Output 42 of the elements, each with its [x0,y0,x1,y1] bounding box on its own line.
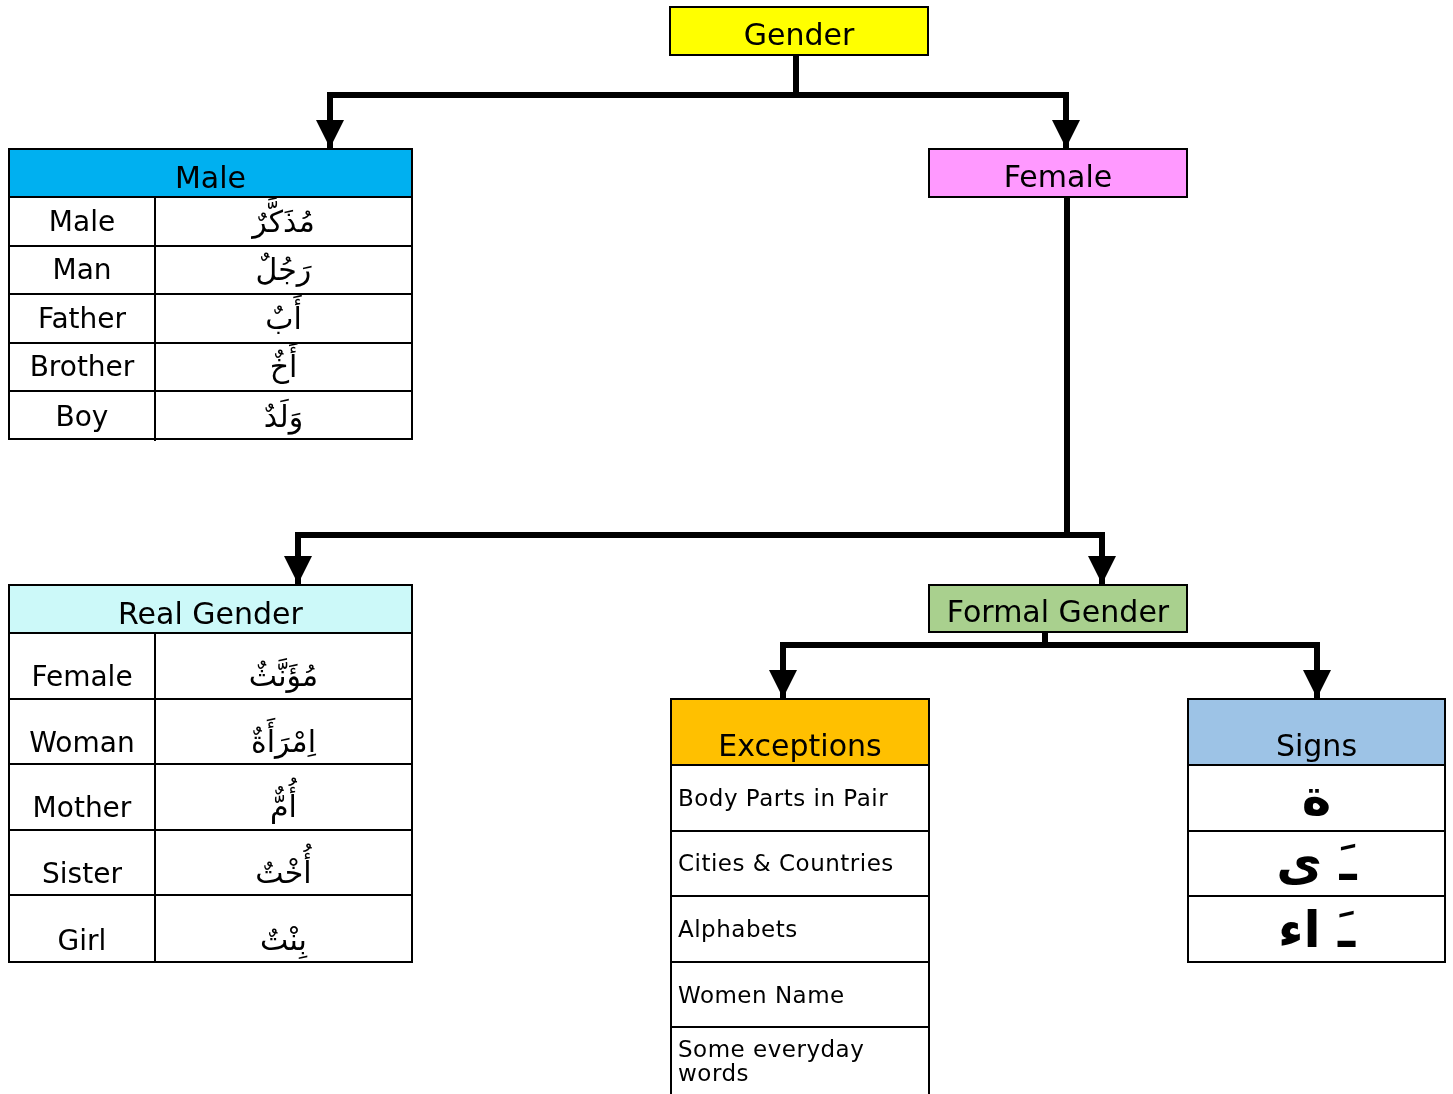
table-cell: Women Name [672,962,928,1029]
category-box: Formal Gender [928,584,1188,633]
table-cell: وَلَدٌ [156,392,411,441]
table-cell: أَخٌ [156,343,411,392]
category-box: Gender [669,6,929,56]
table-cell: رَجُلٌ [156,246,411,295]
table-cell: Alphabets [672,897,928,963]
table [1187,698,1446,963]
table [670,698,930,1094]
table-cell: مُذَكَّرٌ [156,198,411,247]
table-cell: ـَ ى [1189,831,1444,897]
table-header: Signs [1189,700,1444,766]
table [8,584,413,963]
table-cell: ة [1189,766,1444,832]
category-box: Female [928,148,1188,198]
table-cell: Father [10,295,156,344]
table-cell: Girl [10,896,156,962]
table-cell: بِنْتٌ [156,896,411,962]
table-cell: Boy [10,392,156,441]
arrow [1064,198,1116,584]
table-cell: Some everyday words [672,1028,928,1094]
table-cell: Body Parts in Pair [672,766,928,832]
table-cell: Brother [10,343,156,392]
table-cell: Man [10,246,156,295]
table-cell: أُمٌّ [156,765,411,831]
table-cell: Woman [10,699,156,765]
table-cell: ـَ اء [1189,897,1444,963]
table-cell: أُخْتٌ [156,830,411,896]
table-header: Exceptions [672,700,928,766]
table-cell: Sister [10,830,156,896]
table-cell: Cities & Countries [672,831,928,898]
table-cell: Female [10,634,156,700]
table-cell: أَبٌ [156,295,411,344]
table-header: Real Gender [10,586,411,634]
table-cell: Mother [10,765,156,831]
arrow [793,56,1080,148]
table-cell: مُؤَنَّثٌ [156,634,411,700]
table-cell: اِمْرَأَةٌ [156,699,411,765]
table-header: Male [10,150,411,198]
table [8,148,413,440]
table-cell: Male [10,198,156,247]
arrow [1042,633,1331,698]
